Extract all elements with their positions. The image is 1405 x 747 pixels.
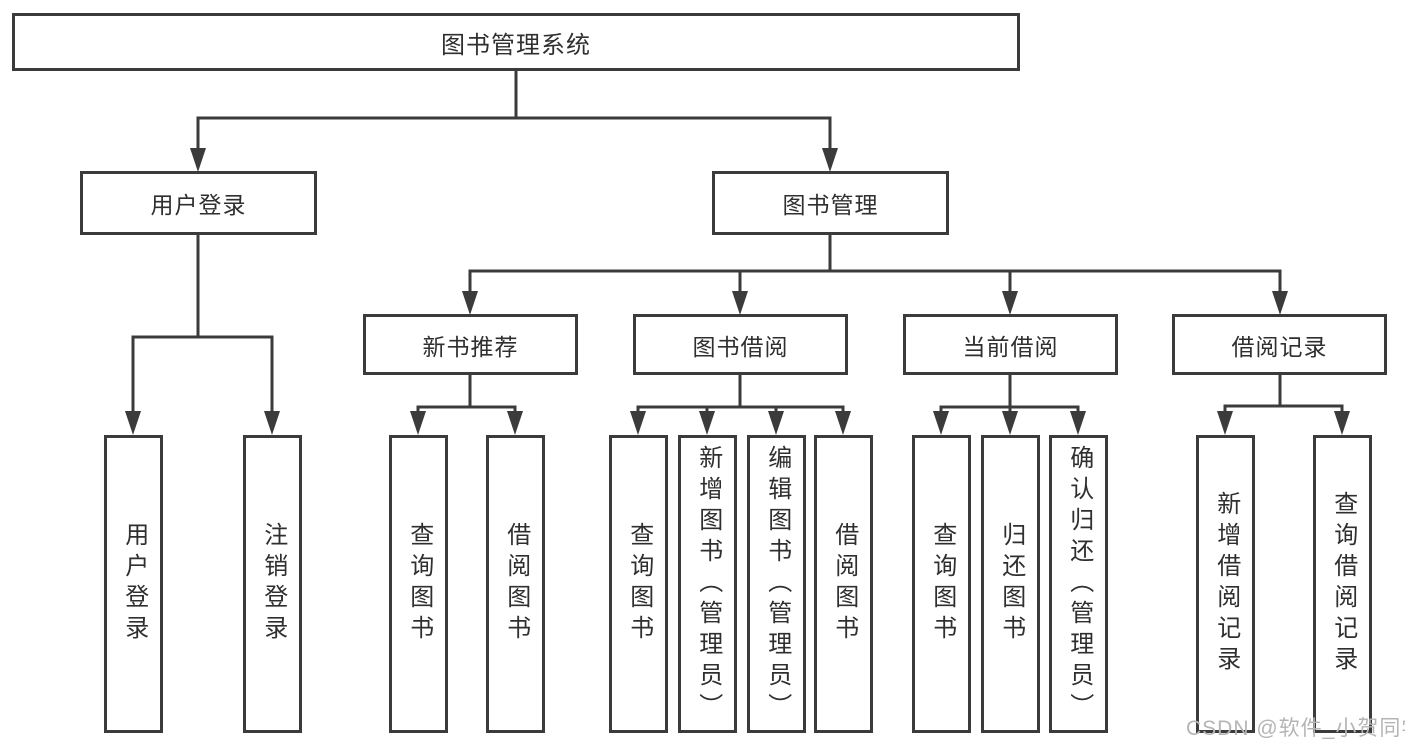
node-label: 图书管理系统 bbox=[441, 31, 591, 59]
csdn-watermark: CSDN @软件_小贺同学 bbox=[1186, 717, 1405, 740]
leaf-label: 借阅图书 bbox=[830, 522, 858, 646]
leaf-query-book-1: 查询图书 bbox=[389, 435, 448, 733]
leaf-confirm-return-admin: 确认归还（管理员） bbox=[1049, 435, 1108, 733]
node-library-system: 图书管理系统 bbox=[12, 13, 1020, 71]
node-label: 借阅记录 bbox=[1231, 333, 1328, 360]
leaf-label: 新增借阅记录 bbox=[1212, 491, 1240, 677]
leaf-borrow-book-1: 借阅图书 bbox=[486, 435, 545, 733]
leaf-edit-book-admin: 编辑图书（管理员） bbox=[747, 435, 806, 733]
leaf-label: 查询图书 bbox=[625, 522, 653, 646]
leaf-label: 新增图书（管理员） bbox=[694, 444, 722, 724]
leaf-label: 编辑图书（管理员） bbox=[763, 444, 791, 724]
leaf-query-book-2: 查询图书 bbox=[609, 435, 668, 733]
leaf-logout: 注销登录 bbox=[243, 435, 302, 733]
leaf-label: 查询借阅记录 bbox=[1329, 491, 1357, 677]
leaf-user-login: 用户登录 bbox=[104, 435, 163, 733]
leaf-label: 查询图书 bbox=[928, 522, 956, 646]
node-label: 用户登录 bbox=[150, 192, 247, 218]
node-borrow-record: 借阅记录 bbox=[1172, 314, 1387, 375]
node-book-management: 图书管理 bbox=[712, 171, 949, 235]
leaf-add-borrow-record: 新增借阅记录 bbox=[1196, 435, 1255, 733]
leaf-label: 用户登录 bbox=[120, 522, 148, 646]
leaf-return-book: 归还图书 bbox=[981, 435, 1040, 733]
node-new-book-recommend: 新书推荐 bbox=[363, 314, 578, 375]
node-user-login: 用户登录 bbox=[80, 171, 317, 235]
leaf-query-book-3: 查询图书 bbox=[912, 435, 971, 733]
node-label: 新书推荐 bbox=[422, 333, 519, 360]
leaf-label: 查询图书 bbox=[405, 522, 433, 646]
node-book-borrow: 图书借阅 bbox=[633, 314, 848, 375]
node-label: 图书借阅 bbox=[692, 333, 789, 360]
leaf-label: 归还图书 bbox=[997, 522, 1025, 646]
node-current-borrow: 当前借阅 bbox=[903, 314, 1118, 375]
node-label: 当前借阅 bbox=[962, 333, 1059, 360]
leaf-label: 借阅图书 bbox=[502, 522, 530, 646]
leaf-borrow-book-2: 借阅图书 bbox=[814, 435, 873, 733]
node-label: 图书管理 bbox=[782, 192, 879, 218]
leaf-add-book-admin: 新增图书（管理员） bbox=[678, 435, 737, 733]
leaf-label: 注销登录 bbox=[259, 522, 287, 646]
leaf-label: 确认归还（管理员） bbox=[1065, 444, 1093, 724]
leaf-query-borrow-record: 查询借阅记录 bbox=[1313, 435, 1372, 733]
